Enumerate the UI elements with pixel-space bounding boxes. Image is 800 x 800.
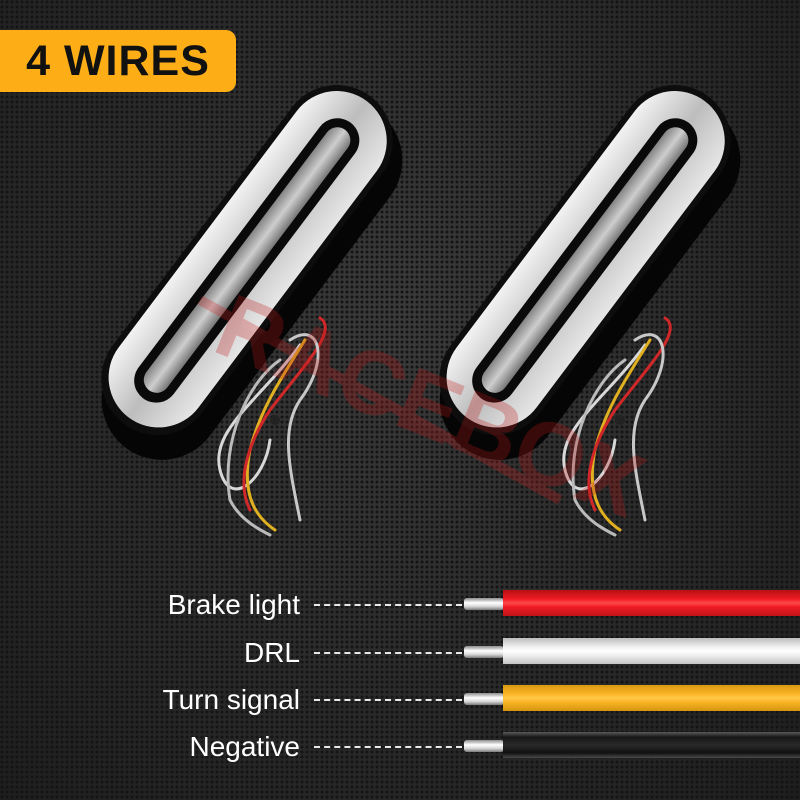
wire-bundle-left	[217, 316, 327, 537]
tail-light-right	[439, 85, 741, 460]
wire-tip	[464, 693, 504, 705]
wire-red	[503, 590, 800, 616]
wire-bundle-right	[562, 316, 672, 537]
wire-count-badge: 4 WIRES	[0, 30, 236, 92]
wire-label: Negative	[189, 731, 300, 762]
wire-label: Brake light	[167, 589, 300, 620]
wire-tip	[464, 646, 504, 658]
wire-black	[503, 732, 800, 758]
wire-row-turn: Turn signal	[0, 685, 800, 715]
product-illustration: RACEBOX	[101, 85, 741, 537]
wire-row-brake: Brake light	[0, 590, 800, 620]
wire-label: Turn signal	[162, 684, 300, 715]
tail-light-left	[101, 85, 403, 460]
wire-tip	[464, 598, 504, 610]
wire-tip	[464, 740, 504, 752]
wire-yellow	[503, 685, 800, 711]
wire-label: DRL	[243, 637, 300, 668]
wiring-legend: Brake light DRL Turn signal Negative	[0, 580, 800, 780]
wire-white	[503, 638, 800, 664]
leader-line	[314, 746, 462, 748]
leader-line	[314, 699, 462, 701]
wire-row-negative: Negative	[0, 732, 800, 762]
leader-line	[314, 652, 462, 654]
badge-text: 4 WIRES	[26, 36, 210, 85]
leader-line	[314, 604, 462, 606]
wire-row-drl: DRL	[0, 638, 800, 668]
